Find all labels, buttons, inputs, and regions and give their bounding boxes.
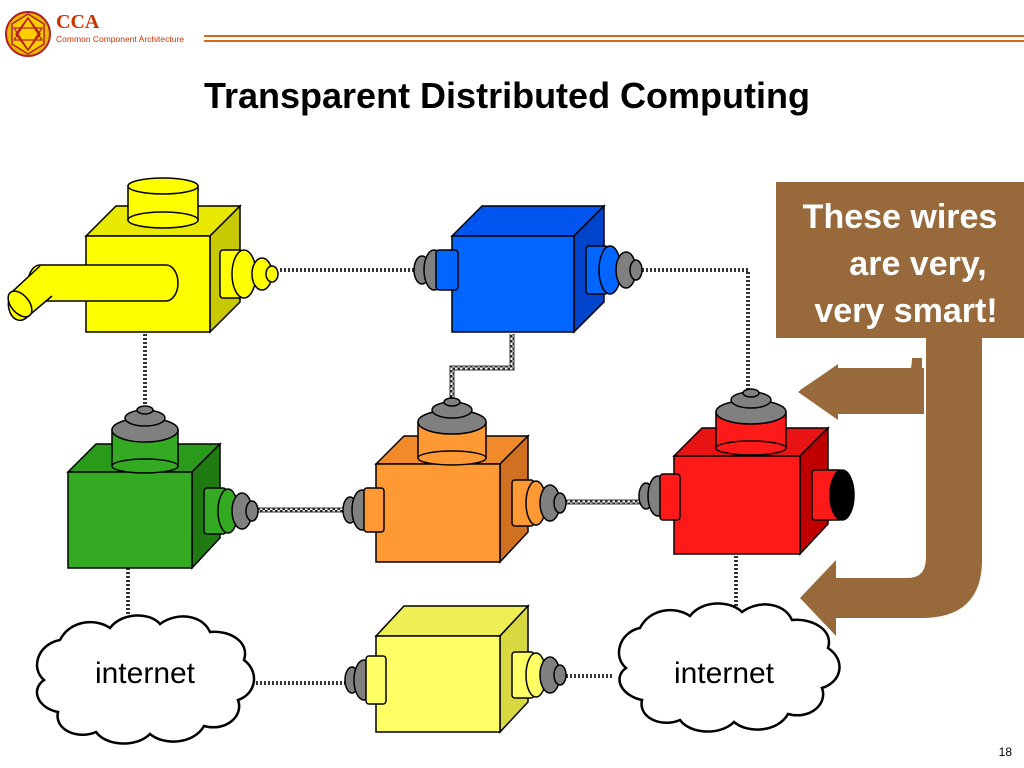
component-orange <box>342 397 567 564</box>
cloud-right-label: internet <box>674 657 775 690</box>
cloud-right: internet <box>617 602 841 733</box>
header-rule <box>204 35 1024 42</box>
callout-line-3: very smart! <box>814 292 997 330</box>
cloud-left-label: internet <box>95 657 196 690</box>
bracket-stem <box>800 328 982 636</box>
logo-acronym: CCA <box>56 11 100 33</box>
logo-subtitle: Common Component Architecture <box>56 34 184 44</box>
callout-line-2: are very, <box>849 245 986 283</box>
cloud-left: internet <box>35 614 256 745</box>
upper-arrow-head <box>798 364 838 420</box>
page-number: 18 <box>999 745 1013 759</box>
wires <box>126 268 750 685</box>
wire-blue-red <box>642 268 750 392</box>
wire-blue-orange-inner <box>450 334 514 400</box>
component-red <box>638 388 855 556</box>
component-yellow <box>7 177 279 334</box>
cca-logo-icon <box>5 11 51 57</box>
component-green <box>66 405 259 570</box>
cca-logo: CCA Common Component Architecture <box>5 11 184 57</box>
callout-bracket-arrows <box>798 328 982 636</box>
callout-line-1: These wires <box>803 198 998 236</box>
callout-box <box>776 182 1024 338</box>
component-pale-yellow <box>344 604 567 734</box>
bracket-upper-arm-body <box>836 368 924 414</box>
slide-title: Transparent Distributed Computing <box>204 75 810 116</box>
component-blue <box>413 204 643 334</box>
